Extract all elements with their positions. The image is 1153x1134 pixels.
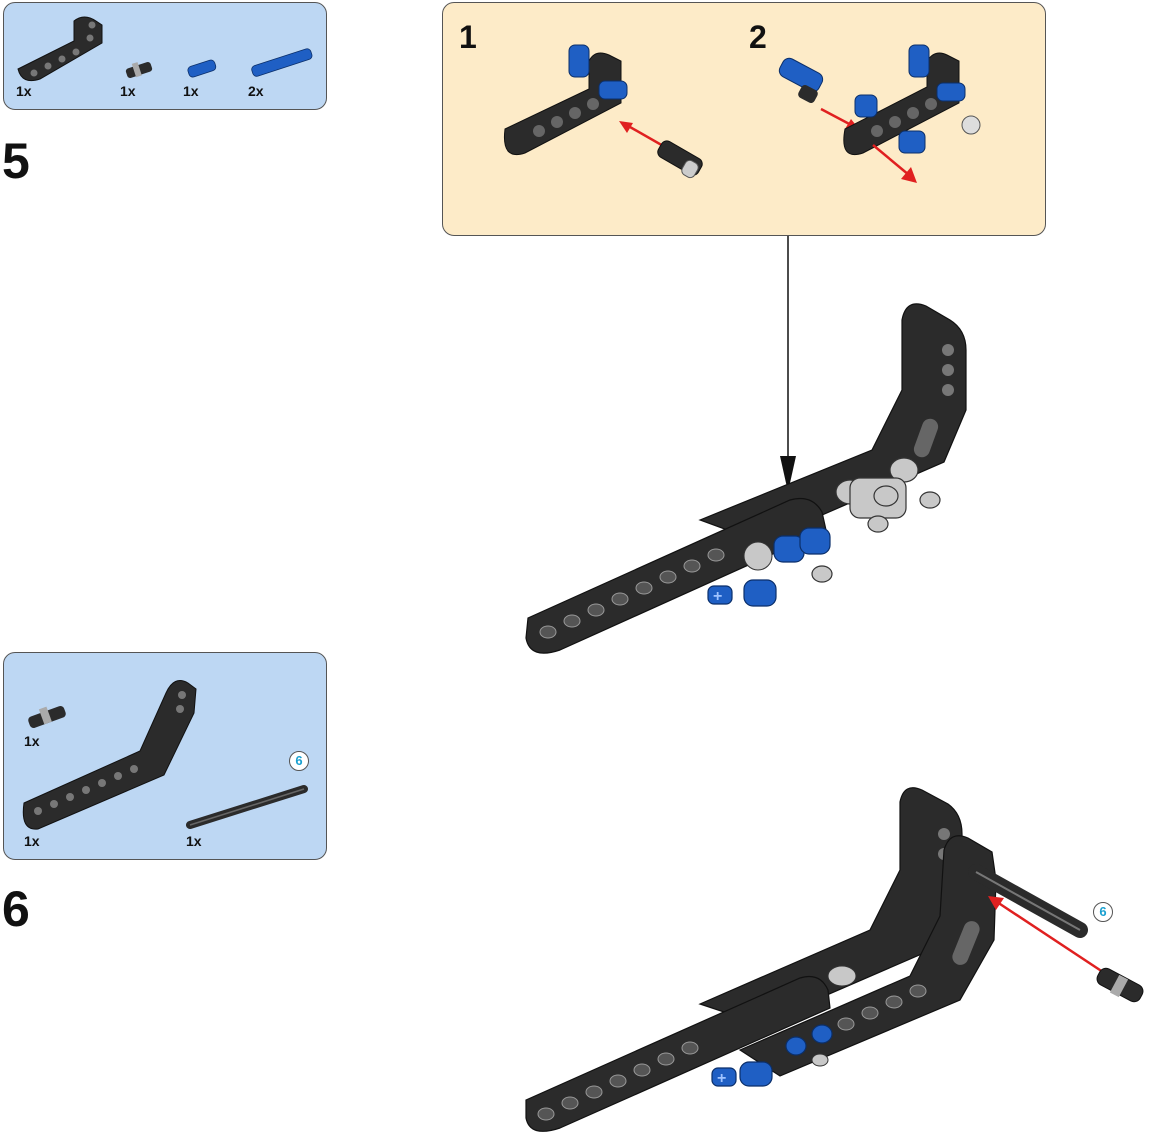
black-friction-pin-icon [28, 705, 66, 729]
step5-parts-art [17, 16, 313, 82]
part-qty: 1x [24, 733, 40, 749]
step-number: 6 [2, 881, 30, 937]
axle-length-badge: 6 [1093, 902, 1113, 922]
blue-short-pin-icon [187, 59, 217, 78]
step-number: 5 [2, 133, 30, 189]
sub-step2-assembly [778, 44, 981, 183]
part-qty: 1x [16, 83, 32, 99]
part-qty: 1x [120, 83, 136, 99]
part-qty: 1x [24, 833, 40, 849]
axle-length-badge: 6 [289, 751, 309, 771]
step6-parts-art [22, 680, 308, 830]
step5-parts-list: 1x 1x 1x 2x [3, 2, 327, 110]
svg-text:+: + [717, 1070, 726, 1087]
step6-parts-list: 1x 1x 1x 6 [3, 652, 327, 860]
blue-long-pin-icon [251, 48, 313, 77]
sub-assembly-callout: 1 2 [442, 2, 1046, 236]
sub-step1-assembly [503, 44, 703, 179]
black-bent-beam-icon [22, 680, 197, 830]
part-qty: 1x [186, 833, 202, 849]
part-qty: 1x [183, 83, 199, 99]
sub-step-number: 2 [749, 19, 767, 55]
black-axle-icon [186, 785, 308, 829]
part-qty: 2x [248, 83, 264, 99]
black-l-beam-icon [17, 16, 103, 82]
svg-text:+: + [713, 588, 722, 605]
sub-step-number: 1 [459, 19, 477, 55]
black-friction-pin-insert [1096, 967, 1144, 1003]
axle-insert [968, 864, 1088, 938]
black-friction-pin-icon [125, 62, 153, 78]
callout-art [503, 44, 981, 183]
